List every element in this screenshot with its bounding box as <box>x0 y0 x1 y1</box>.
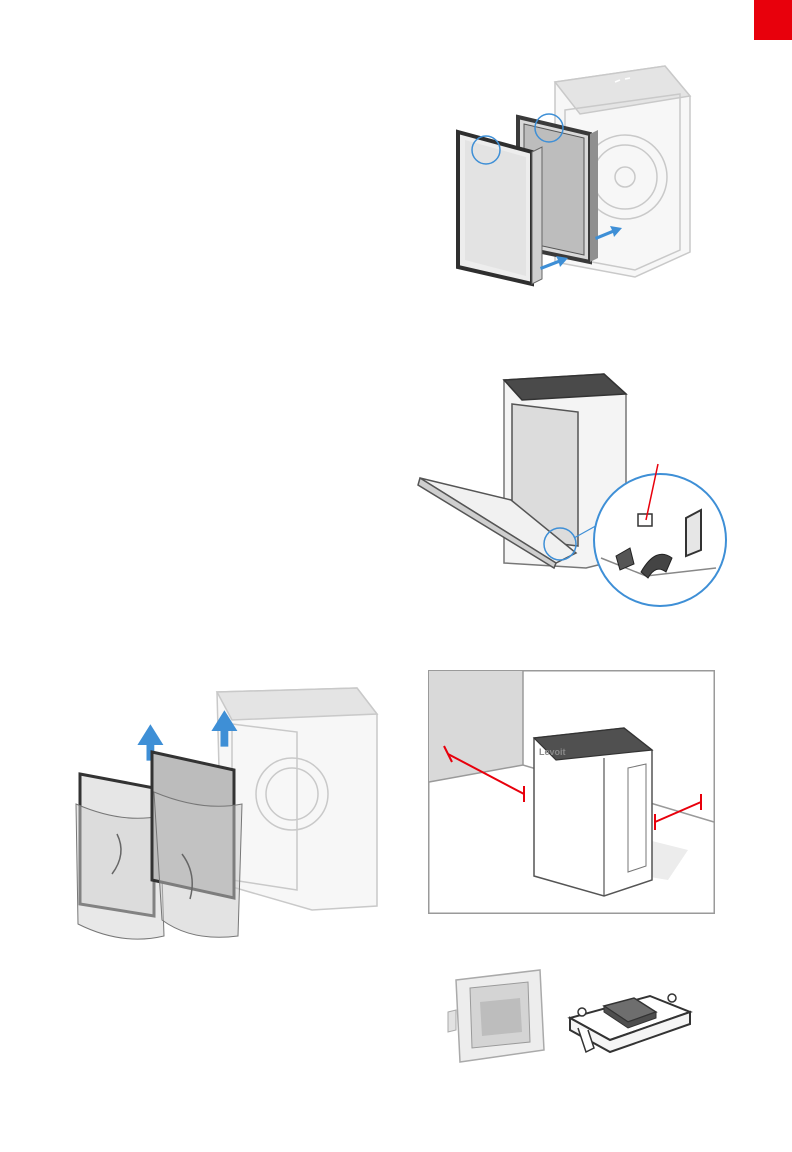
filter-unpack-illustration <box>72 684 382 954</box>
aroma-pad-tray <box>448 970 544 1062</box>
pre-filter-front <box>458 132 542 284</box>
room-placement-illustration: Levoit <box>428 670 715 914</box>
remove-filter-packaging-figure <box>72 684 382 954</box>
purifier-body: Levoit <box>534 728 652 896</box>
section-color-tab <box>754 0 792 40</box>
filter-insert-illustration <box>440 62 710 292</box>
base-cover-tab-illustration <box>416 368 736 618</box>
hepa-filter-in-bag <box>152 752 242 937</box>
purifier-body <box>217 688 377 910</box>
room-wall <box>429 671 523 782</box>
open-base-cover-figure <box>416 368 736 618</box>
aroma-pad-holder <box>570 994 690 1052</box>
magnified-detail <box>594 474 726 606</box>
aroma-pad-illustration <box>440 968 700 1066</box>
brand-label: Levoit <box>539 747 566 757</box>
install-filters-figure <box>440 62 710 292</box>
placement-clearance-figure: Levoit <box>428 670 715 914</box>
aroma-pad-parts-figure <box>440 968 700 1066</box>
